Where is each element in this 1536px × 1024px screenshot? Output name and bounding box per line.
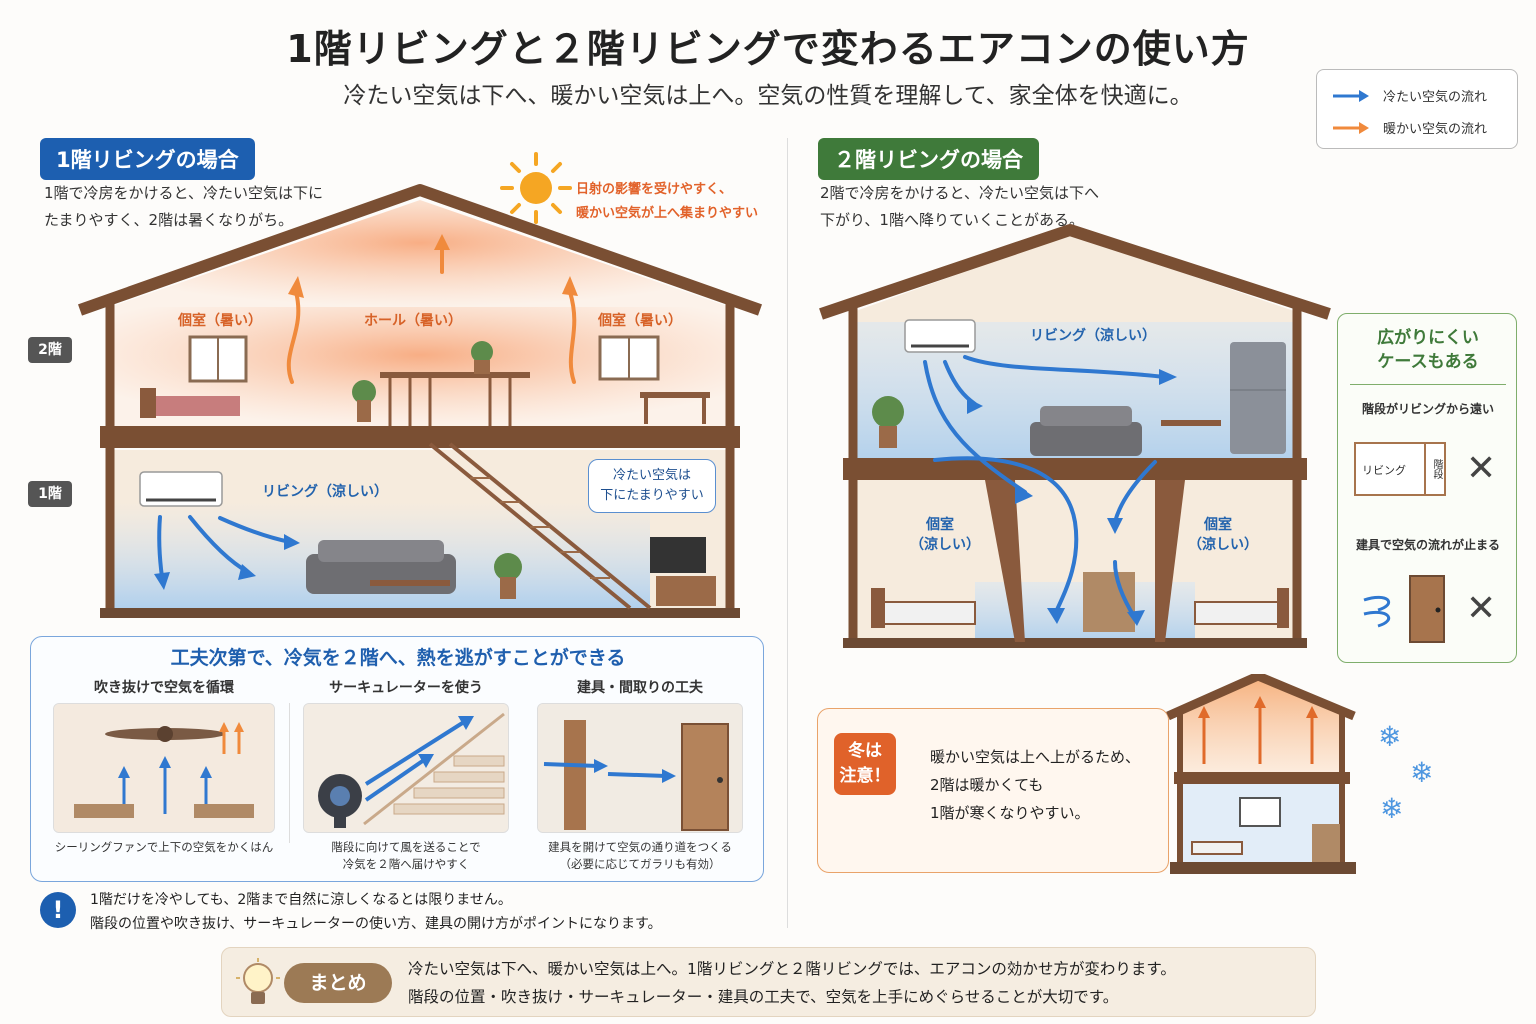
- sun-note-line2: 暖かい空気が上へ集まりやすい: [576, 206, 759, 221]
- floor-tag-1f: 1階: [28, 481, 72, 507]
- exceptions-box: 広がりにくい ケースもある 階段がリビングから遠い リビング 階段 ✕ 建具で空…: [1337, 313, 1517, 663]
- tip3-caption-line1: 建具を開けて空気の通り道をつくる: [548, 840, 732, 854]
- tips-box: 工夫次第で、冷気を２階へ、熱を逃がすことができる 吹き抜けで空気を循環 シーリン…: [30, 636, 764, 882]
- case1-floorplan: リビング 階段: [1354, 442, 1446, 496]
- sun-note: 日射の影響を受けやすく、 暖かい空気が上へ集まりやすい: [576, 178, 758, 226]
- exceptions-rule: [1350, 384, 1506, 385]
- summary-line1: 冷たい空気は下へ、暖かい空気は上へ。1階リビングと２階リビングでは、エアコンの効…: [408, 960, 1176, 978]
- legend-warm-label: 暖かい空気の流れ: [1383, 122, 1488, 137]
- right-room-right-line1: 個室: [1204, 517, 1232, 533]
- tip3-image: [537, 703, 743, 833]
- exceptions-title-line2: ケースもある: [1377, 352, 1479, 372]
- left-description: 1階で冷房をかけると、冷たい空気は下に たまりやすく、2階は暑くなりがち。: [44, 180, 323, 234]
- page-subtitle: 冷たい空気は下へ、暖かい空気は上へ。空気の性質を理解して、家全体を快適に。: [343, 83, 1193, 109]
- summary-line2: 階段の位置・吹き抜け・サーキュレーター・建具の工夫で、空気を上手にめぐらせること…: [408, 988, 1119, 1006]
- blue-arrow-icon: [1333, 89, 1369, 102]
- snowflake-icon: ❄: [1380, 792, 1404, 825]
- tip1-heading: 吹き抜けで空気を循環: [94, 680, 234, 696]
- sun-note-line1: 日射の影響を受けやすく、: [576, 182, 733, 197]
- tip2-caption-line2: 冷気を２階へ届けやすく: [342, 857, 470, 871]
- exceptions-title: 広がりにくい ケースもある: [1338, 326, 1518, 374]
- cold-air-bubble: 冷たい空気は 下にたまりやすい: [588, 459, 716, 513]
- winter-badge-line1: 冬は: [848, 741, 882, 761]
- tips-title: 工夫次第で、冷気を２階へ、熱を逃がすことができる: [170, 647, 626, 669]
- legend-cold-label: 冷たい空気の流れ: [1383, 90, 1488, 105]
- case1-x-icon: ✕: [1466, 448, 1497, 489]
- section-divider: [787, 138, 788, 928]
- right-room-right-line2: （涼しい）: [1188, 537, 1258, 553]
- winter-house-illustration: [1166, 674, 1356, 874]
- right-description: 2階で冷房をかけると、冷たい空気は下へ 下がり、1階へ降りていくことがある。: [820, 180, 1099, 234]
- winter-badge: 冬は 注意！: [834, 733, 896, 795]
- note-line2: 階段の位置や吹き抜け、サーキュレーターの使い方、建具の開け方がポイントになります…: [90, 916, 662, 932]
- summary-box: まとめ 冷たい空気は下へ、暖かい空気は上へ。1階リビングと２階リビングでは、エア…: [221, 947, 1316, 1017]
- legend-cold: 冷たい空気の流れ: [1331, 86, 1487, 105]
- bubble-line2: 下にたまりやすい: [600, 488, 704, 503]
- left-desc-line1: 1階で冷房をかけると、冷たい空気は下に: [44, 184, 323, 202]
- page-title: 1階リビングと２階リビングで変わるエアコンの使い方: [286, 27, 1250, 71]
- tip1-caption-line1: シーリングファンで上下の空気をかくはん: [54, 840, 274, 854]
- left-desc-line2: たまりやすく、2階は暑くなりがち。: [44, 211, 294, 229]
- door-icon: [538, 704, 742, 832]
- tip3-caption: 建具を開けて空気の通り道をつくる （必要に応じてガラリも有効）: [531, 839, 749, 873]
- info-icon: !: [40, 892, 76, 928]
- tip3-heading: 建具・間取りの工夫: [577, 680, 703, 696]
- left-house-illustration: [78, 184, 762, 618]
- winter-note-box: 冬は 注意！ 暖かい空気は上へ上がるため、 2階は暖かくても 1階が寒くなりやす…: [817, 708, 1169, 873]
- left-living-label: リビング（涼しい）: [262, 484, 388, 500]
- left-room-right-label: 個室（暑い）: [598, 313, 682, 329]
- legend: 冷たい空気の流れ 暖かい空気の流れ: [1316, 69, 1518, 149]
- tip2-caption-line1: 階段に向けて風を送ることで: [331, 840, 481, 854]
- right-room-left-line2: （涼しい）: [910, 537, 980, 553]
- summary-label: まとめ: [284, 963, 392, 1003]
- lightbulb-icon: [236, 958, 280, 1004]
- note-line1: 1階だけを冷やしても、2階まで自然に涼しくなるとは限りません。: [90, 892, 512, 908]
- winter-line3: 1階が寒くなりやすい。: [930, 804, 1090, 822]
- right-desc-line2: 下がり、1階へ降りていくことがある。: [820, 211, 1084, 229]
- right-room-left-line1: 個室: [926, 517, 954, 533]
- note-text: 1階だけを冷やしても、2階まで自然に涼しくなるとは限りません。 階段の位置や吹き…: [90, 888, 662, 936]
- right-house-illustration: [819, 224, 1331, 648]
- tip2-caption: 階段に向けて風を送ることで 冷気を２階へ届けやすく: [297, 839, 515, 873]
- case1-stair-label: 階段: [1424, 444, 1444, 494]
- circulator-icon: [304, 704, 508, 832]
- case1-label: 階段がリビングから遠い: [1361, 402, 1494, 416]
- tip2-heading: サーキュレーターを使う: [329, 680, 483, 696]
- snowflake-icon: ❄: [1378, 720, 1402, 753]
- winter-line1: 暖かい空気は上へ上がるため、: [930, 748, 1141, 766]
- legend-warm: 暖かい空気の流れ: [1331, 118, 1487, 137]
- tip1-image: [53, 703, 275, 833]
- floor-tag-2f: 2階: [28, 337, 72, 363]
- sun-icon: [500, 152, 572, 224]
- right-section-badge: ２階リビングの場合: [818, 138, 1039, 180]
- exceptions-title-line1: 広がりにくい: [1377, 328, 1479, 348]
- tip2-image: [303, 703, 509, 833]
- right-room-right-label: 個室 （涼しい）: [1188, 514, 1258, 554]
- left-room-left-label: 個室（暑い）: [178, 313, 262, 329]
- right-room-left-label: 個室 （涼しい）: [910, 514, 980, 554]
- case2-x-icon: ✕: [1466, 588, 1497, 629]
- orange-arrow-icon: [1333, 121, 1369, 134]
- left-hall-label: ホール（暑い）: [364, 313, 462, 329]
- left-section-badge: 1階リビングの場合: [40, 138, 255, 180]
- case2-label: 建具で空気の流れが止まる: [1355, 538, 1500, 552]
- winter-badge-line2: 注意！: [839, 766, 891, 786]
- tip1-caption: シーリングファンで上下の空気をかくはん: [47, 839, 281, 856]
- right-living-label: リビング（涼しい）: [1030, 328, 1156, 344]
- ceiling-fan-icon: [54, 704, 274, 832]
- tip3-caption-line2: （必要に応じてガラリも有効）: [559, 857, 721, 871]
- bubble-line1: 冷たい空気は: [612, 468, 691, 483]
- winter-line2: 2階は暖かくても: [930, 776, 1044, 794]
- right-desc-line1: 2階で冷房をかけると、冷たい空気は下へ: [820, 184, 1099, 202]
- closed-door-icon: [1363, 575, 1445, 643]
- snowflake-icon: ❄: [1410, 756, 1434, 789]
- winter-text: 暖かい空気は上へ上がるため、 2階は暖かくても 1階が寒くなりやすい。: [930, 743, 1140, 827]
- case1-room-label: リビング: [1362, 464, 1406, 477]
- tips-divider: [289, 703, 290, 843]
- summary-text: 冷たい空気は下へ、暖かい空気は上へ。1階リビングと２階リビングでは、エアコンの効…: [408, 955, 1176, 1011]
